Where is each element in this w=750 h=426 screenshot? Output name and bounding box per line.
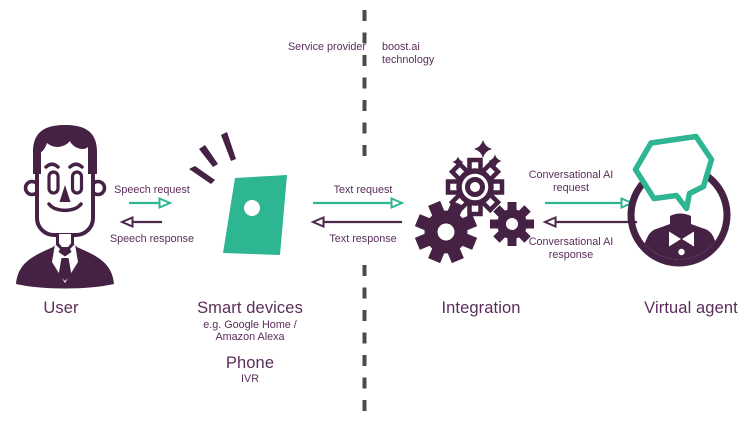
user-label: User (43, 299, 79, 317)
user-icon (16, 125, 114, 289)
gears-icon (414, 140, 534, 264)
integration-label: Integration (441, 299, 521, 317)
conversational-ai-response-label: Conversational AI response (528, 236, 614, 262)
text-request-arrow (313, 196, 405, 210)
boost-ai-technology-label: boost.ai technology (382, 41, 435, 67)
ivr-label: IVR (241, 373, 259, 385)
speech-request-arrow (129, 196, 173, 210)
text-request-label: Text request (333, 184, 393, 196)
text-response-arrow (310, 215, 402, 229)
conversational-ai-request-arrow (545, 196, 635, 210)
speech-response-label: Speech response (109, 233, 195, 245)
smart-devices-examples-line1: e.g. Google Home / (203, 319, 297, 331)
service-provider-label: Service provider (287, 41, 366, 53)
conversational-ai-request-label: Conversational AI request (528, 169, 614, 195)
smart-devices-label: Smart devices (197, 299, 303, 317)
smart-devices-examples-line2: Amazon Alexa (215, 331, 285, 343)
speech-bubble-icon (632, 133, 715, 212)
smart-device-icon (223, 175, 287, 255)
virtual-agent-icon (627, 133, 731, 267)
virtual-agent-label: Virtual agent (644, 299, 738, 317)
conversational-ai-response-arrow (542, 215, 637, 229)
speech-request-label: Speech request (114, 184, 190, 196)
phone-label: Phone (225, 354, 275, 372)
sound-waves-icon (189, 132, 236, 184)
text-response-label: Text response (329, 233, 397, 245)
speech-response-arrow (119, 215, 162, 229)
